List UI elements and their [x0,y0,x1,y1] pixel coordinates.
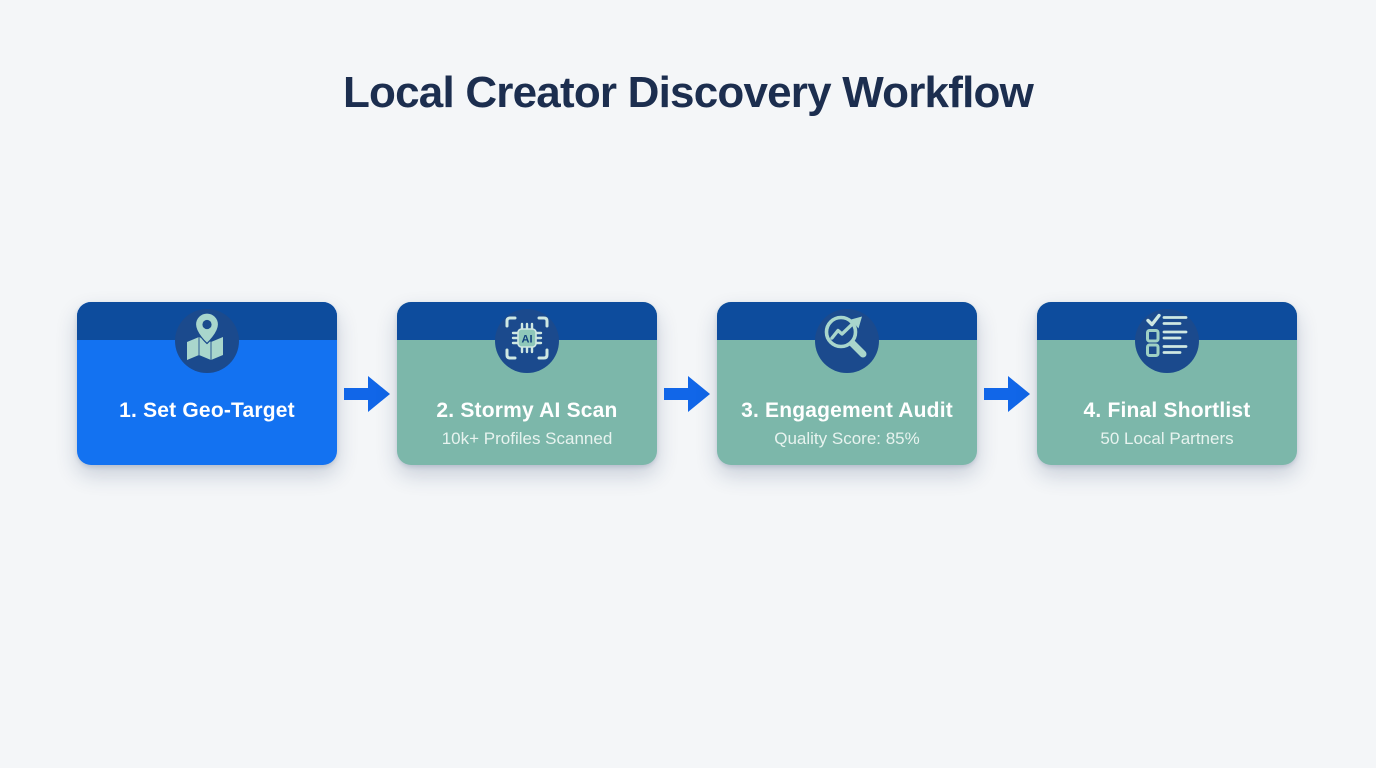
magnifier-lens [824,315,858,349]
step-card-ai-scan: AI 2. Stormy AI Scan 10k+ Profiles Scann… [397,302,657,465]
checkbox-empty-2 [1146,343,1160,357]
step-labels: 1. Set Geo-Target [85,398,329,423]
right-arrow-icon [344,375,390,412]
magnifier-trend-icon [824,315,867,358]
checklist-icon [1146,313,1188,357]
step-labels: 4. Final Shortlist 50 Local Partners [1045,398,1289,449]
step-title: 3. Engagement Audit [741,399,953,423]
right-arrow-icon [664,375,710,412]
map-pin-icon [187,312,223,360]
checkmark-glyph [1146,313,1161,327]
page-title: Local Creator Discovery Workflow [342,68,1034,117]
step-subtitle: 50 Local Partners [1100,428,1234,448]
step-title: 4. Final Shortlist [1083,399,1251,423]
icon-circle [1135,309,1199,373]
checkbox-empty-1 [1146,329,1160,343]
pin-hole [202,319,212,330]
step-title: 2. Stormy AI Scan [436,399,618,423]
step-card-final-shortlist: 4. Final Shortlist 50 Local Partners [1037,302,1297,465]
step-subtitle: Quality Score: 85% [774,428,920,448]
step-title: 1. Set Geo-Target [119,398,295,422]
step-labels: 2. Stormy AI Scan 10k+ Profiles Scanned [405,398,649,449]
ai-chip-label: AI [522,334,533,346]
chip-body [517,328,537,348]
ai-chip-icon: AI [505,316,549,360]
workflow-steps-row: 1. Set Geo-Target [77,302,1297,465]
step-subtitle: 10k+ Profiles Scanned [441,428,613,448]
trend-arrowhead [851,316,862,329]
trend-line [830,320,856,340]
step-card-set-geo-target: 1. Set Geo-Target [77,302,337,465]
map-shape [187,337,223,360]
chip-pins [511,322,543,354]
right-arrow-icon [984,375,1030,412]
checklist-lines [1162,316,1188,354]
scan-frame-brackets [505,316,549,360]
magnifier-handle [849,340,867,358]
step-card-engagement-audit: 3. Engagement Audit Quality Score: 85% [717,302,977,465]
step-labels: 3. Engagement Audit Quality Score: 85% [725,398,969,449]
map-fold-lines [198,337,212,360]
